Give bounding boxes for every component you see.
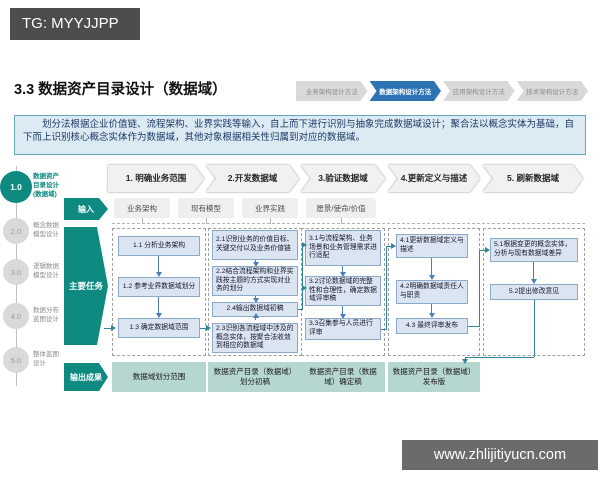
task-box: 3.1与流程架构、业务场景和业务管理需求进行适配: [305, 230, 381, 266]
output-box: 数据域划分范围: [112, 362, 206, 392]
timeline-label-3: 逻辑数据模型设计: [33, 263, 59, 279]
arrow-down: [428, 304, 435, 318]
timeline-node-1: 1.0: [0, 171, 32, 203]
arrow-down: [252, 260, 259, 267]
input-dashed-line: [112, 223, 585, 224]
task-box: 4.3 最终评审发布: [396, 318, 468, 334]
task-box: 1.2 参考业界数据域划分: [118, 277, 200, 297]
connector-line: [104, 328, 111, 329]
connector-line: [298, 309, 302, 310]
connector-arrowhead: [302, 242, 307, 248]
input-tick: [142, 218, 143, 224]
timeline-label-2: 概念数据模型设计: [33, 222, 59, 238]
connector-line: [534, 300, 535, 357]
input-tick: [270, 218, 271, 224]
task-box: 2.1识别业务的价值目标、关键交付以及业务价值链: [212, 230, 298, 260]
task-box: 4.1更新数据域定义与描述: [396, 234, 468, 258]
timeline-label-5: 整体蓝图设计: [33, 351, 59, 367]
task-box: 2.2结合流程架构和业界实践按主题的方式实现对业务的划分: [212, 266, 298, 296]
bottom-watermark: www.zhlijitiyucn.com: [402, 440, 598, 470]
timeline-node-3: 3.0: [3, 259, 29, 285]
task-box: 2.3识别各流程域中涉及的概念实体，按聚合法收敛到相应的数据域: [212, 323, 298, 353]
arrow-up: [252, 313, 259, 320]
timeline-label-4: 数据分布蓝图设计: [33, 307, 59, 323]
lane-main-tasks: 主要任务: [64, 227, 108, 345]
lane-input: 输入: [64, 198, 108, 220]
input-box: 愿景/使命/价值: [306, 198, 376, 218]
step-1-wrap: 1. 明确业务范围: [108, 165, 204, 192]
arrow-down: [155, 256, 162, 277]
output-box: 数据资产目录（数据域）发布版: [388, 362, 480, 392]
arrow-down: [252, 296, 259, 303]
task-box: 1.1 分析业务架构: [118, 236, 200, 256]
arrow-down: [530, 262, 537, 284]
task-box: 3.3召集参与人员进行评审: [305, 318, 381, 340]
task-box: 1.3 确定数据域范围: [118, 318, 200, 338]
connector-line: [465, 357, 466, 360]
step-2-wrap: 2.开发数据域: [206, 165, 299, 192]
method-tabs: 业务架构设计方法 数据架构设计方法 应用架构设计方法 技术架构设计方法: [296, 81, 588, 101]
output-box: 数据资产目录（数据域）确定稿: [301, 362, 385, 392]
input-box: 业界实践: [242, 198, 298, 218]
tab-technology-arch: 技术架构设计方法: [517, 81, 589, 101]
input-tick: [206, 218, 207, 224]
arrow-down: [339, 306, 346, 319]
connector-line: [468, 326, 479, 327]
connector-arrowhead: [206, 325, 211, 331]
step-2: 2.开发数据域: [206, 165, 299, 192]
arrow-down: [339, 266, 346, 277]
task-group-3: [301, 228, 385, 356]
task-box: 3.2讨论数据域的完整性和合理性，确定数据域评审稿: [305, 276, 381, 306]
connector-line: [465, 357, 534, 358]
step-1: 1. 明确业务范围: [108, 165, 204, 192]
timeline-node-4: 4.0: [3, 303, 29, 329]
step-5: 5. 刷新数据域: [483, 165, 583, 192]
connector-arrowhead: [462, 359, 468, 364]
connector-arrowhead: [485, 247, 490, 253]
timeline-node-5: 5.0: [3, 347, 29, 373]
connector-line: [479, 250, 480, 327]
lane-output: 输出成果: [64, 363, 108, 391]
connector-arrowhead: [111, 325, 116, 331]
connector-line: [479, 250, 485, 251]
top-watermark: TG: MYYJJPP: [10, 8, 140, 40]
input-tick: [341, 218, 342, 224]
task-box: 4.2明确数据域责任人与职责: [396, 280, 468, 304]
step-3: 3.验证数据域: [301, 165, 385, 192]
timeline-node-2: 2.0: [3, 218, 29, 244]
page-title: 3.3 数据资产目录设计（数据域）: [14, 82, 227, 98]
step-3-wrap: 3.验证数据域: [301, 165, 385, 192]
intro-text-box: 划分法根据企业价值链、流程架构、业界实践等输入，自上而下进行识别与抽象完成数据域…: [14, 115, 586, 155]
connector-line: [302, 245, 303, 310]
timeline-label-1: 数据资产目录设计(数据域): [33, 173, 59, 198]
tab-data-arch: 数据架构设计方法: [370, 81, 442, 101]
input-box: 现有模型: [178, 198, 234, 218]
arrow-down: [428, 258, 435, 280]
connector-arrowhead: [391, 243, 396, 249]
tab-application-arch: 应用架构设计方法: [443, 81, 515, 101]
step-4: 4.更新定义与描述: [388, 165, 480, 192]
input-box: 业务架构: [114, 198, 170, 218]
connector-line: [200, 328, 206, 329]
tab-business-arch: 业务架构设计方法: [296, 81, 368, 101]
arrow-down: [155, 297, 162, 318]
connector-line: [386, 246, 387, 330]
step-4-wrap: 4.更新定义与描述: [388, 165, 480, 192]
task-box: 5.1根据变更的概念实体，分析与现有数据域差异: [490, 238, 578, 262]
connector-arrowhead: [302, 285, 307, 291]
output-box: 数据资产目录（数据域）划分初稿: [208, 362, 302, 392]
connector-line: [386, 246, 391, 247]
connector-line: [381, 329, 386, 330]
task-box: 5.2提出修改意见: [490, 284, 578, 300]
task-group-1: [112, 228, 206, 356]
step-5-wrap: 5. 刷新数据域: [483, 165, 583, 192]
